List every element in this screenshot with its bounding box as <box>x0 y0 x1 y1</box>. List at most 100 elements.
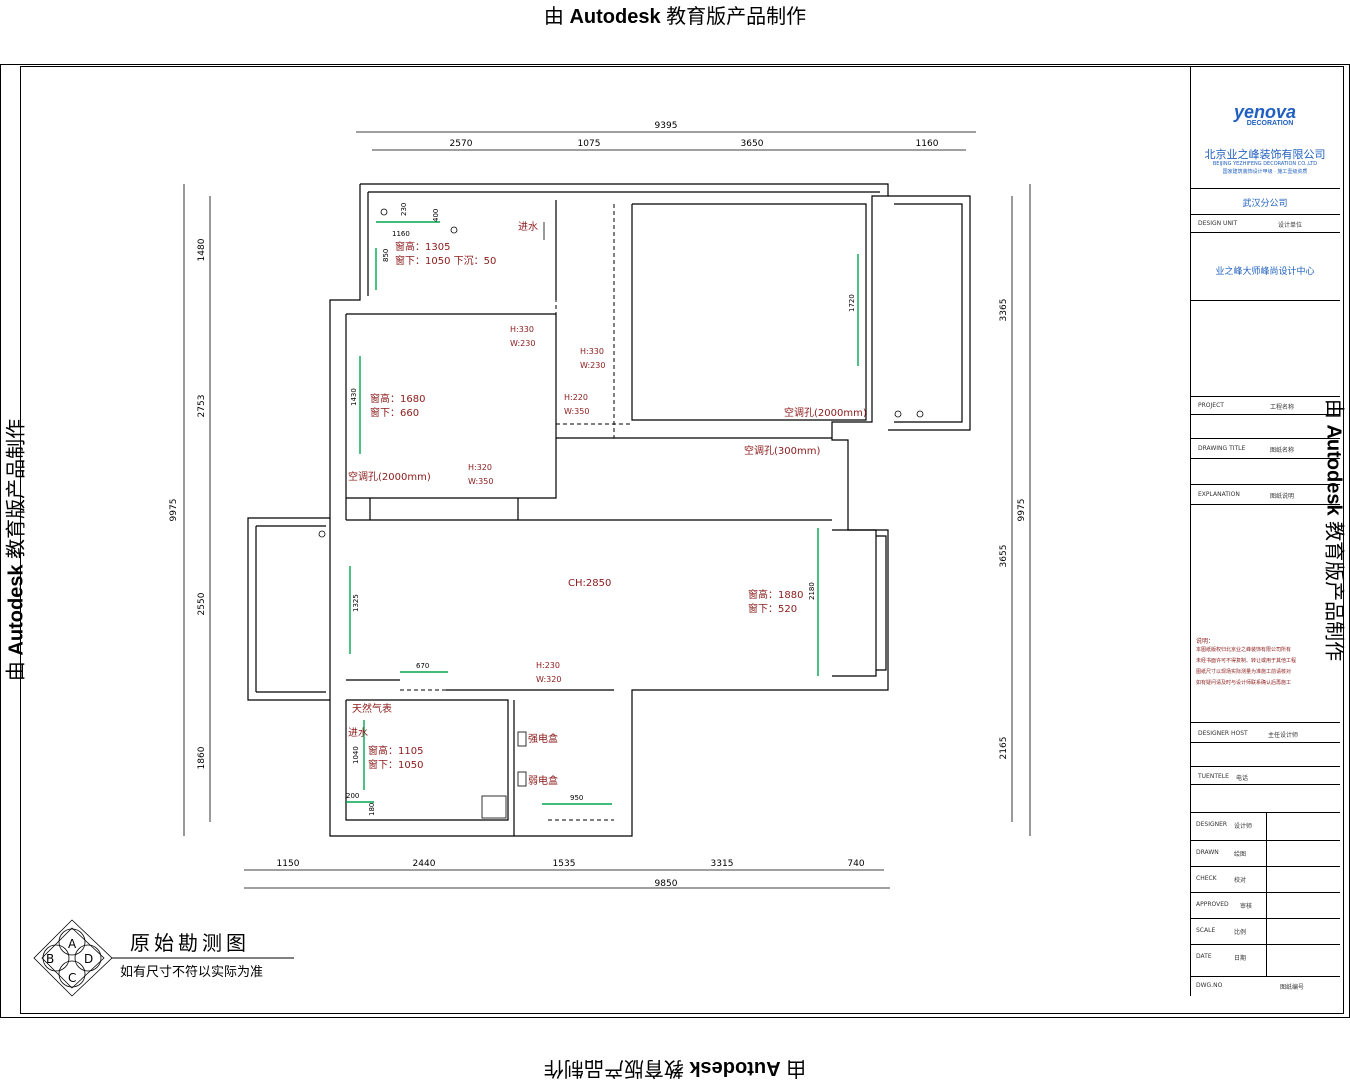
tb-rule <box>1190 504 1340 505</box>
note-line: 未经书面许可不得复制、转让或用于其他工程 <box>1196 657 1296 664</box>
tuentele-value: 电话 <box>1236 773 1248 782</box>
tb-rule <box>1190 214 1340 215</box>
dim-inner-2180: 2180 <box>808 582 816 600</box>
drawn-value: 绘图 <box>1234 849 1246 858</box>
ann-bath-window: 窗高：1105 <box>368 744 423 757</box>
dim-inner-230: 230 <box>400 203 408 216</box>
ann-entry: 进水 <box>518 221 538 233</box>
ann-door-2h: H:330 <box>580 347 604 356</box>
compass-d: D <box>84 952 93 966</box>
dim-inner-950: 950 <box>570 794 583 802</box>
tb-rule <box>1190 976 1340 977</box>
tb-rule <box>1190 944 1340 945</box>
dim-bottom-3: 1535 <box>553 859 576 869</box>
annotations: 窗高：1305 窗下：1050 下沉：50 进水 H:330 W:230 H:3… <box>348 221 867 787</box>
ann-door-5w: W:320 <box>536 675 561 684</box>
ann-living-window: 窗高：1880 <box>748 588 803 601</box>
branch-name: 武汉分公司 <box>1190 196 1340 209</box>
company-name-en: BEIJING YEZHIFENG DECORATION CO.,LTD <box>1190 161 1340 167</box>
tuentele-label: TUENTELE <box>1198 773 1229 780</box>
ann-bath-sill: 窗下：1050 <box>368 758 423 771</box>
design-unit-value: 设计单位 <box>1278 220 1302 229</box>
dim-inner-1325: 1325 <box>352 594 360 612</box>
dim-right-3: 2165 <box>999 737 1009 760</box>
note-line: 如有疑问请及时与设计师联系确认后再施工 <box>1196 679 1291 686</box>
dim-right-1: 3365 <box>999 299 1009 322</box>
tb-rule <box>1190 232 1340 233</box>
dim-top-3: 3650 <box>741 139 764 149</box>
ann-ac-hole-1: 空调孔(2000mm) <box>784 406 867 419</box>
explanation-label: EXPLANATION <box>1198 491 1240 498</box>
tb-rule <box>1190 414 1340 415</box>
notes-title: 说明： <box>1196 636 1214 645</box>
company-logo-sub: DECORATION <box>1230 120 1310 127</box>
designer-host-label: DESIGNER HOST <box>1198 730 1248 737</box>
tb-rule <box>1190 396 1340 397</box>
dim-inner-1430: 1430 <box>350 388 358 406</box>
drawing-title: 原始勘测图 <box>130 931 250 955</box>
ann-door-3w: W:350 <box>564 407 589 416</box>
compass-a: A <box>68 937 77 951</box>
check-label: CHECK <box>1196 875 1217 882</box>
design-unit-label: DESIGN UNIT <box>1198 220 1237 227</box>
drawing-title-label: DRAWING TITLE <box>1198 445 1245 452</box>
dim-bottom-4: 3315 <box>711 859 734 869</box>
ann-kitchen-window: 窗高：1305 <box>395 240 450 253</box>
dim-top-4: 1160 <box>916 139 939 149</box>
dim-inner-1040: 1040 <box>352 746 360 764</box>
tb-rule <box>1190 766 1340 767</box>
tb-col-rule <box>1266 812 1267 976</box>
dim-left-4: 1860 <box>197 746 207 769</box>
ann-door-5h: H:230 <box>536 661 560 670</box>
dim-right-2: 3655 <box>999 545 1009 568</box>
fixtures <box>319 209 923 818</box>
project-value: 工程名称 <box>1270 402 1294 411</box>
tb-rule <box>1190 840 1340 841</box>
approved-label: APPROVED <box>1196 901 1229 908</box>
dim-inner-180: 180 <box>368 803 376 816</box>
date-value: 日期 <box>1234 953 1246 962</box>
tb-rule <box>1190 438 1340 439</box>
ann-ac-hole-3: 空调孔(300mm) <box>744 444 820 457</box>
tb-rule <box>1190 458 1340 459</box>
scale-label: SCALE <box>1196 927 1215 934</box>
dimension-texts: 9395 2570 1075 3650 1160 9850 1150 2440 … <box>169 121 1027 889</box>
ann-living-sill: 窗下：520 <box>748 602 797 615</box>
dwgno-value: 图纸编号 <box>1280 982 1304 991</box>
ann-door-1h: H:330 <box>510 325 534 334</box>
dim-top-1: 2570 <box>450 139 473 149</box>
dim-left-1: 1480 <box>197 238 207 261</box>
drawing-subtitle: 如有尺寸不符以实际为准 <box>120 964 263 980</box>
scale-value: 比例 <box>1234 927 1246 936</box>
check-value: 校对 <box>1234 875 1246 884</box>
dimension-lines <box>184 132 1030 888</box>
dim-bottom-total: 9850 <box>655 879 678 889</box>
tb-rule <box>1190 784 1340 785</box>
dim-inner-850: 850 <box>382 249 390 262</box>
note-line: 图纸尺寸以现场实际测量为准施工前请核对 <box>1196 668 1291 675</box>
dim-bottom-2: 2440 <box>413 859 436 869</box>
dim-inner-400: 400 <box>432 209 440 222</box>
ann-door-2w: W:230 <box>580 361 605 370</box>
door-lines <box>400 200 632 820</box>
designer-host-value: 主任设计师 <box>1268 730 1298 739</box>
tb-rule <box>1190 300 1340 301</box>
design-center: 业之峰大师峰尚设计中心 <box>1190 264 1340 277</box>
dim-inner-1720: 1720 <box>848 294 856 312</box>
ann-door-4h: H:320 <box>468 463 492 472</box>
ann-bedroom-sill: 窗下：660 <box>370 406 419 419</box>
ann-bedroom-window: 窗高：1680 <box>370 392 425 405</box>
dim-bottom-1: 1150 <box>277 859 300 869</box>
company-name: 北京业之峰装饰有限公司 <box>1190 146 1340 162</box>
tb-rule <box>1190 812 1340 813</box>
dim-top-total: 9395 <box>655 121 678 131</box>
explanation-value: 图纸说明 <box>1270 491 1294 500</box>
ann-gas-meter: 天然气表 <box>352 702 392 715</box>
dim-inner-200: 200 <box>346 792 359 800</box>
ann-door-1w: W:230 <box>510 339 535 348</box>
dim-right-total: 9975 <box>1017 499 1027 522</box>
compass-b: B <box>46 952 54 966</box>
designer-label: DESIGNER <box>1196 821 1227 828</box>
tb-rule <box>1190 484 1340 485</box>
